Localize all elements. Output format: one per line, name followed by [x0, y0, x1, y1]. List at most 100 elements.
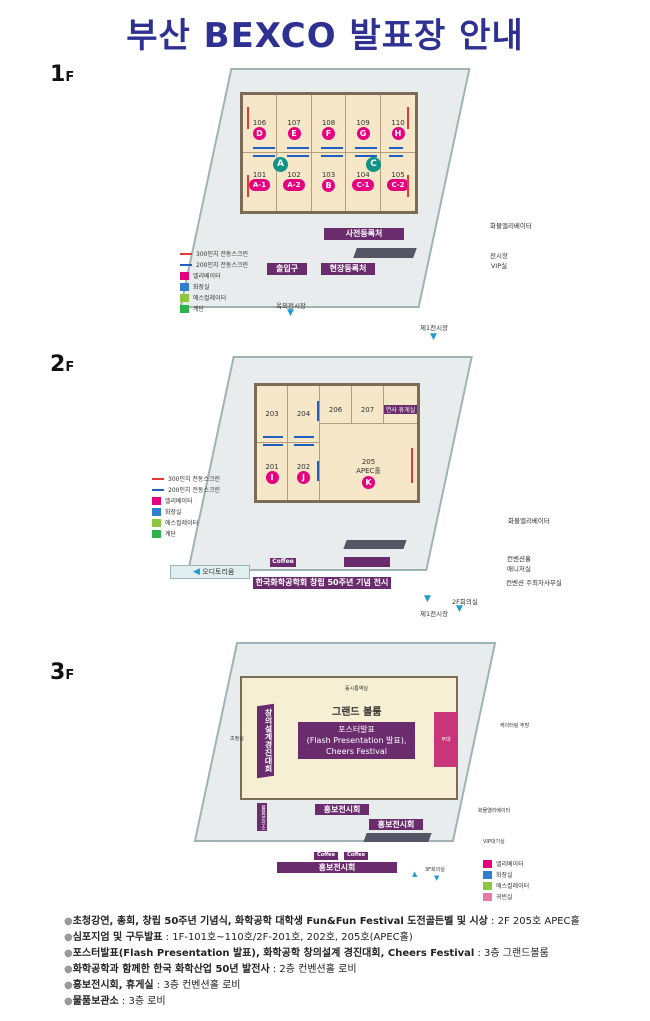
stage-area: 무대: [434, 712, 458, 767]
conference-room-label: 2F회의실: [452, 598, 478, 606]
restroom-icon: [483, 870, 492, 879]
legend-label: 화장실: [496, 872, 513, 879]
design-contest-sign: 창의설계경진대회: [257, 703, 274, 779]
vip-waiting-label: VIP대기실: [483, 839, 505, 845]
escalator-icon: [353, 248, 417, 258]
legend-label: 엘리베이터: [165, 498, 193, 505]
escalator-icon: [180, 293, 189, 302]
freight-elevator-label: 화물엘리베이터: [508, 517, 550, 525]
screen-300-icon: [247, 107, 249, 129]
screen-300-icon: [247, 175, 249, 197]
legend-3f: 엘리베이터 화장실 에스컬레이터 귀빈실: [483, 858, 529, 902]
legend-label: 화장실: [165, 509, 182, 516]
elevator-icon: [180, 271, 189, 280]
screen-200-icon: [263, 436, 315, 438]
legend-label: 에스컬레이터: [165, 520, 199, 527]
room-204[interactable]: 204: [288, 386, 320, 443]
storage-sign: 물품보관소: [257, 803, 267, 831]
hall-block-2f: [254, 383, 420, 503]
vip-room-icon: [483, 892, 492, 901]
legend-label: 에스컬레이터: [496, 883, 530, 890]
screen-200-icon: [180, 263, 192, 266]
stairs-icon: [152, 529, 161, 538]
pre-registration-sign: 사전등록처: [324, 228, 404, 240]
stairs-icon: [180, 304, 189, 313]
elevator-icon: [152, 496, 161, 505]
poster-session-sign: 포스터발표 (Flash Presentation 발표), Cheers Fe…: [298, 722, 415, 759]
legend-1f: 300인치 전동스크린 200인치 전동스크린 엘리베이터 화장실 에스컬레이터…: [180, 248, 248, 314]
promo-exhibit-sign-2: 홍보전시회: [369, 819, 423, 830]
outdoor-hall-label: 옥외전시장: [276, 302, 306, 310]
escalator-icon: [363, 833, 432, 842]
venue-notes: ●초청강연, 총회, 창립 50주년 기념식, 화학공학 대학생 Fun&Fun…: [64, 914, 580, 1010]
entrance-sign: 출입구: [267, 263, 307, 275]
speaker-lounge[interactable]: 연사 휴게실: [384, 386, 417, 424]
anniversary-exhibit-banner: 한국화학공학회 창립 50주년 기념 전시: [253, 577, 391, 589]
arrow-left-icon: ◀: [193, 567, 200, 577]
screen-300-icon: [407, 175, 409, 197]
manager-room-label: 컨벤션홀 매니저실: [507, 555, 531, 573]
organizer-office-label: 컨벤션 주최자사무실: [506, 579, 562, 587]
coffee-sign: Coffee: [270, 558, 296, 567]
room-206[interactable]: 206: [320, 386, 352, 424]
restroom-icon: [152, 507, 161, 516]
room-207[interactable]: 207: [352, 386, 384, 424]
interpretation-booth-label: 동시통역실: [345, 686, 369, 692]
floor-label-3f: 3F: [50, 660, 75, 685]
arrow-up-icon: ▲: [412, 870, 418, 878]
note-item: ●홍보전시회, 휴게실 : 3층 컨벤션홀 로비: [64, 980, 241, 991]
screen-200-icon: [317, 401, 319, 421]
note-item: ●화학공학과 함께한 한국 화학산업 50년 발전사 : 2층 컨벤션홀 로비: [64, 964, 357, 975]
catering-kitchen-label: 케이터링 주방: [500, 723, 530, 729]
arrow-down-icon: ▼: [430, 332, 437, 342]
hall1-label: 제1전시장: [420, 324, 449, 332]
escalator-icon: [343, 540, 407, 549]
auditorium-corridor: [170, 565, 250, 579]
legend-label: 300인치 전동스크린: [196, 251, 248, 258]
ballroom-title: 그랜드 볼룸: [332, 707, 382, 718]
note-item: ●심포지엄 및 구두발표 : 1F-101호~110호/2F-201호, 202…: [64, 932, 413, 943]
screen-300-icon: [411, 448, 413, 483]
legend-label: 200인치 전동스크린: [168, 487, 220, 494]
legend-label: 화장실: [193, 284, 210, 291]
legend-label: 귀빈실: [496, 894, 513, 901]
auditorium-link[interactable]: ◀ 오디토리움: [193, 567, 234, 577]
restroom-icon: [180, 282, 189, 291]
promo-exhibit-sign-1: 홍보전시회: [315, 804, 369, 815]
floor-label-2f: 2F: [50, 352, 75, 377]
conference-room-label: 3F회의실: [425, 867, 445, 873]
arrow-down-icon: ▼: [424, 594, 431, 604]
screen-200-icon: [152, 488, 164, 491]
legend-label: 엘리베이터: [193, 273, 221, 280]
auditorium-label: 오디토리움: [202, 568, 235, 576]
arrow-down-icon: ▼: [434, 874, 440, 882]
coffee-sign-1: Coffee: [314, 852, 338, 860]
poster-line: 포스터발표: [338, 725, 375, 734]
room-203[interactable]: 203: [257, 386, 288, 443]
promo-exhibit-sign-3: 홍보전시회: [277, 862, 397, 873]
freight-elevator-label: 화물엘리베이터: [490, 222, 532, 230]
hall1-label: 제1전시장: [420, 610, 449, 618]
legend-label: 200인치 전동스크린: [196, 262, 248, 269]
onsite-registration-sign: 현장등록처: [321, 263, 375, 275]
note-item: ●초청강연, 총회, 창립 50주년 기념식, 화학공학 대학생 Fun&Fun…: [64, 916, 580, 927]
legend-2f: 300인치 전동스크린 200인치 전동스크린 엘리베이터 화장실 에스컬레이터…: [152, 473, 220, 539]
screen-200-icon: [253, 147, 403, 149]
note-item: ●포스터발표(Flash Presentation 발표), 화학공학 창의설계…: [64, 948, 549, 959]
vip-room-label: 전시장 VIP실: [490, 252, 508, 270]
